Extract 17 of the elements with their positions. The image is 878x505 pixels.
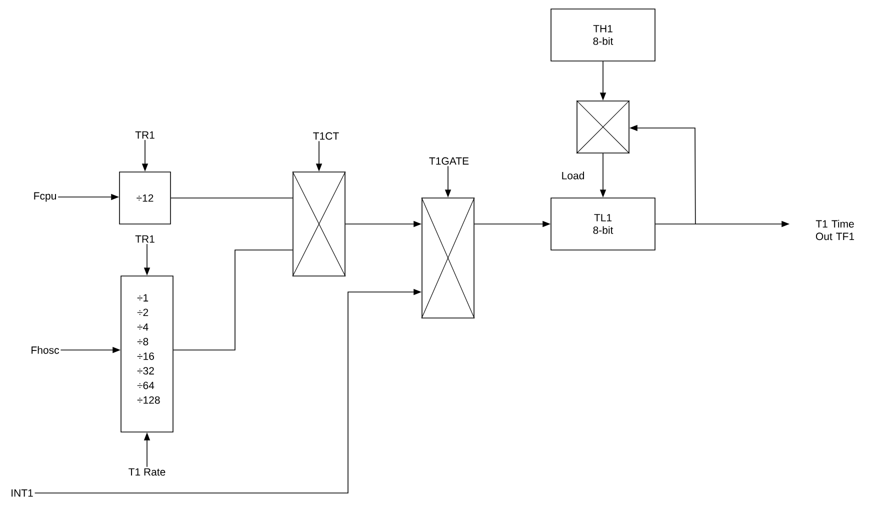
signal-label: T1 Rate	[128, 468, 166, 476]
signal-label: T1CT	[313, 132, 339, 140]
register-box: TL1 8-bit	[550, 198, 656, 250]
switch-box	[421, 197, 475, 319]
signal-label: TR1	[135, 235, 154, 243]
signal-label: Fhosc	[32, 346, 60, 354]
signal-label: TR1	[135, 131, 154, 139]
switch-box	[576, 100, 630, 154]
signal-label: INT1	[12, 489, 33, 497]
register-box: ÷12	[119, 172, 171, 224]
signal-label: T1 Time Out TF1	[816, 220, 854, 240]
signal-label: Fcpu	[34, 192, 56, 202]
register-box: TH1 8-bit	[550, 8, 656, 62]
edge-label: Load	[562, 172, 584, 180]
signal-label: T1GATE	[429, 157, 469, 165]
prescaler-box: ÷1 ÷2 ÷4 ÷8 ÷16 ÷32 ÷64 ÷128	[120, 276, 174, 432]
switch-box	[292, 171, 346, 277]
